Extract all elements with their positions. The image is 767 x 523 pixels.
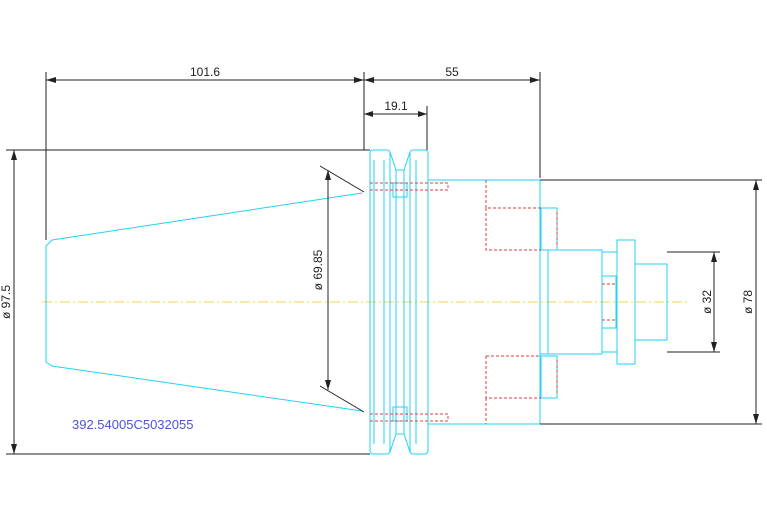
arrow-55-left	[364, 77, 374, 83]
arrow-78-bottom	[753, 414, 759, 424]
hidden-bottom-slot	[370, 413, 449, 422]
v-groove-bottom	[389, 433, 411, 453]
arrow-6985-bottom	[325, 380, 331, 390]
hidden-screw-top-b	[485, 208, 541, 251]
arrow-32-bottom	[711, 342, 717, 352]
screw-top	[540, 207, 558, 251]
arrow-78-top	[753, 180, 759, 190]
dim-text-975: ø 97.5	[0, 285, 13, 319]
dim-text-101: 101.6	[190, 65, 220, 79]
arrow-101-right	[354, 77, 364, 83]
arrow-55-right	[530, 77, 540, 83]
flange-ring-right	[409, 149, 429, 455]
ext-6985-bottom	[319, 385, 365, 413]
part-number: 392.54005C5032055	[72, 417, 193, 432]
hidden-top-slot	[370, 182, 449, 191]
nose-step	[601, 275, 617, 329]
dim-text-32: ø 32	[700, 290, 714, 314]
hidden-lines	[370, 180, 617, 424]
arrow-32-top	[711, 252, 717, 262]
tool-outline	[45, 149, 668, 455]
v-groove-top	[389, 151, 411, 171]
arrow-975-top	[11, 150, 17, 160]
flange-ring-left	[369, 149, 391, 455]
arrow-19-right	[418, 111, 427, 117]
arrow-975-bottom	[11, 444, 17, 454]
arrow-101-left	[46, 77, 56, 83]
dim-text-78: ø 78	[741, 290, 755, 314]
arrow-6985-top	[325, 170, 331, 180]
dimension-lines	[6, 72, 762, 455]
dim-text-6985: ø 69.85	[311, 249, 325, 290]
dim-text-19: 19.1	[384, 99, 408, 113]
cutter-end	[634, 263, 668, 341]
hidden-screw-top-a	[485, 180, 541, 209]
hidden-screw-bottom-a	[485, 356, 541, 399]
dim-text-55: 55	[445, 65, 459, 79]
screw-bottom	[540, 355, 558, 399]
ext-6985-top	[319, 165, 365, 193]
arrow-19-left	[364, 111, 373, 117]
taper-shank	[45, 192, 363, 412]
